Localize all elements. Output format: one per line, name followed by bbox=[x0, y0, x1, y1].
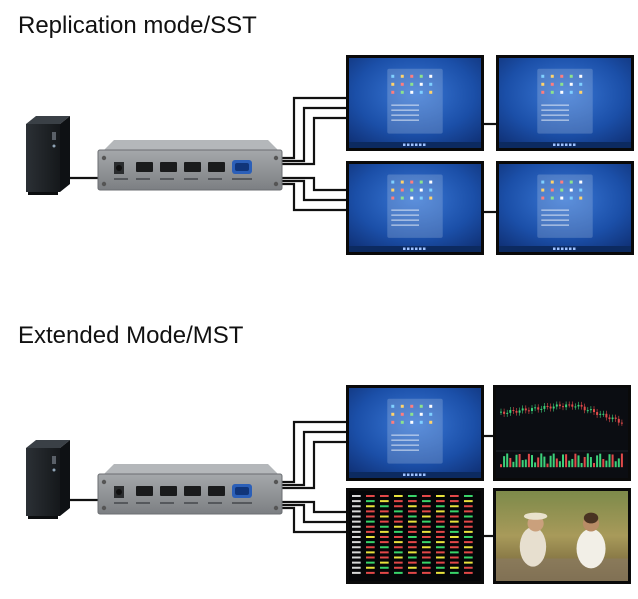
monitor-2-top-left bbox=[346, 385, 484, 481]
dp-in-port bbox=[136, 486, 153, 496]
monitor-2-bottom-left bbox=[346, 488, 484, 584]
pc-tower-2 bbox=[26, 440, 70, 519]
hdmi-out-port bbox=[208, 162, 225, 172]
monitor-1-top-right bbox=[496, 55, 634, 151]
monitor-2-bottom-right bbox=[493, 488, 631, 584]
cables-section-1 bbox=[26, 96, 496, 214]
monitor-2-top-right bbox=[493, 385, 631, 481]
dp-out-port bbox=[160, 486, 177, 496]
monitor-1-bottom-left bbox=[346, 161, 484, 255]
hdmi-out-port bbox=[208, 486, 225, 496]
dp-in-port bbox=[136, 162, 153, 172]
dp-out-port bbox=[184, 486, 201, 496]
dp-out-port bbox=[184, 162, 201, 172]
pc-tower-1 bbox=[26, 116, 70, 195]
mst-hub-2 bbox=[97, 464, 283, 515]
section-title-extended: Extended Mode/MST bbox=[18, 322, 244, 349]
monitor-1-bottom-right bbox=[496, 161, 634, 255]
dp-out-port bbox=[160, 162, 177, 172]
monitor-1-top-left bbox=[346, 55, 484, 151]
mst-hub-1 bbox=[97, 140, 283, 191]
section-title-replication: Replication mode/SST bbox=[18, 12, 257, 39]
